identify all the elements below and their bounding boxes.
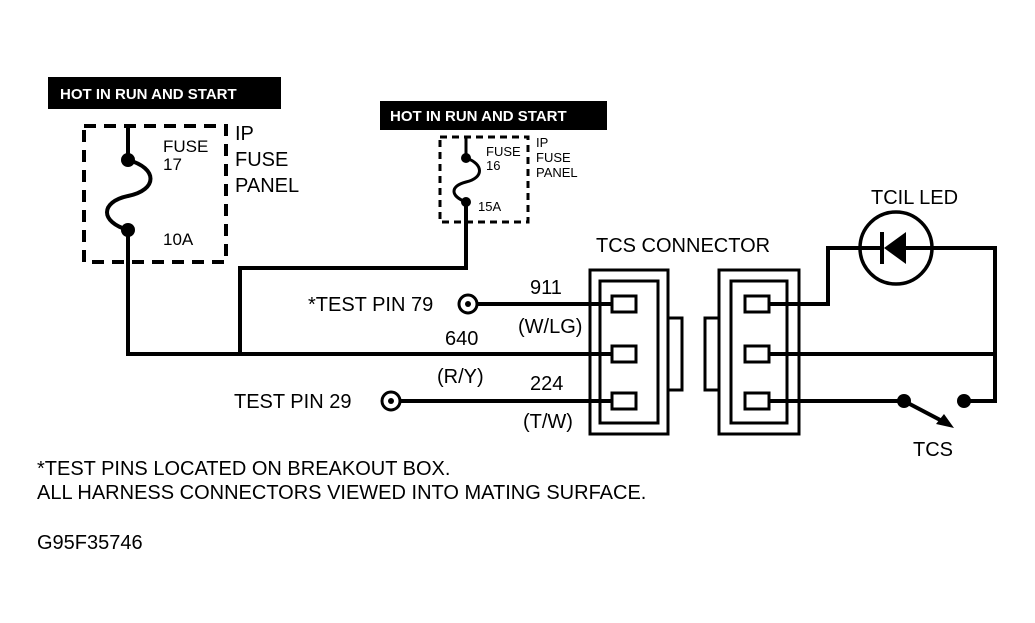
wire-224-circuit: 224 [530, 373, 563, 395]
fuse-17-block: HOT IN RUN AND START FUSE 17 10A IP FUSE… [48, 77, 299, 264]
fuse-16-element [452, 137, 481, 204]
harness-connector-latch [666, 316, 684, 392]
fuse-16-terminal-top [461, 153, 471, 163]
wire-640-color: (R/Y) [437, 366, 484, 388]
fuse-17-element [105, 126, 153, 232]
fuse-16-fuse-label: FUSE [486, 144, 521, 159]
tcs-connector-label: TCS CONNECTOR [596, 235, 770, 257]
fuse-17-terminal-top [121, 153, 135, 167]
component-connector-latch [703, 316, 721, 392]
fuse-16-panel-line2: FUSE [536, 150, 571, 165]
wire-fuse-17-feed [126, 230, 240, 356]
fuse-16-panel-line3: PANEL [536, 165, 578, 180]
harness-terminal-640 [610, 344, 638, 364]
test-pin-79-label: *TEST PIN 79 [308, 294, 433, 316]
fuse-17-header: HOT IN RUN AND START [60, 86, 237, 103]
wiring [126, 202, 612, 403]
fuse-16-header: HOT IN RUN AND START [390, 108, 567, 125]
test-pin-29-label: TEST PIN 29 [234, 391, 351, 413]
tcs-switch-label: TCS [913, 439, 953, 461]
fuse-17-header-bg [48, 77, 281, 109]
wire-led-anode [769, 246, 860, 306]
fuse-16-block: HOT IN RUN AND START FUSE 16 15A IP FUSE… [380, 101, 607, 224]
note-line-2: ALL HARNESS CONNECTORS VIEWED INTO MATIN… [37, 482, 646, 504]
fuse-16-number: 16 [486, 158, 500, 173]
test-pin-29: TEST PIN 29 [234, 390, 402, 413]
fuse-17-panel-line2: FUSE [235, 149, 288, 171]
fuse-16-dashed-enclosure [438, 135, 530, 224]
harness-terminal-911 [610, 294, 638, 314]
wire-224-color: (T/W) [523, 411, 573, 433]
wire-fuse-16-feed [238, 202, 468, 354]
wire-led-cathode [932, 246, 997, 403]
fuse-17-dashed-enclosure [82, 124, 228, 264]
component-terminal-middle [743, 344, 771, 364]
component-terminal-bottom [743, 391, 771, 411]
test-pin-79-center [465, 301, 471, 307]
fuse-16-rating: 15A [478, 199, 501, 214]
fuse-17-rating: 10A [163, 230, 194, 249]
test-pin-29-center [388, 398, 394, 404]
tcs-switch: TCS [897, 394, 971, 461]
tcil-led-triangle [884, 232, 906, 264]
wire-911-color: (W/LG) [518, 316, 582, 338]
note-line-1: *TEST PINS LOCATED ON BREAKOUT BOX. [37, 458, 450, 480]
figure-id: G95F35746 [37, 532, 143, 554]
fuse-17-number: 17 [163, 155, 182, 174]
fuse-17-fuse-label: FUSE [163, 137, 208, 156]
fuse-17-panel-line3: PANEL [235, 175, 299, 197]
fuse-16-panel-line1: IP [536, 135, 548, 150]
tcs-switch-arm [903, 399, 945, 424]
harness-connector-inner [598, 279, 660, 425]
tcil-led-label: TCIL LED [871, 187, 958, 209]
test-pin-79: *TEST PIN 79 [308, 293, 479, 316]
wire-911-circuit: 911 [530, 277, 562, 299]
harness-terminal-224 [610, 391, 638, 411]
wire-640-circuit: 640 [445, 328, 478, 350]
tcs-connector-harness: TCS CONNECTOR [588, 235, 770, 436]
tcs-switch-contact-right [957, 394, 971, 408]
tcs-switch-arrowhead [936, 414, 954, 428]
fuse-16-header-bg [380, 101, 607, 130]
component-terminal-top [743, 294, 771, 314]
fuse-17-panel-line1: IP [235, 123, 254, 145]
tcil-led-circuit: TCIL LED [769, 187, 997, 403]
